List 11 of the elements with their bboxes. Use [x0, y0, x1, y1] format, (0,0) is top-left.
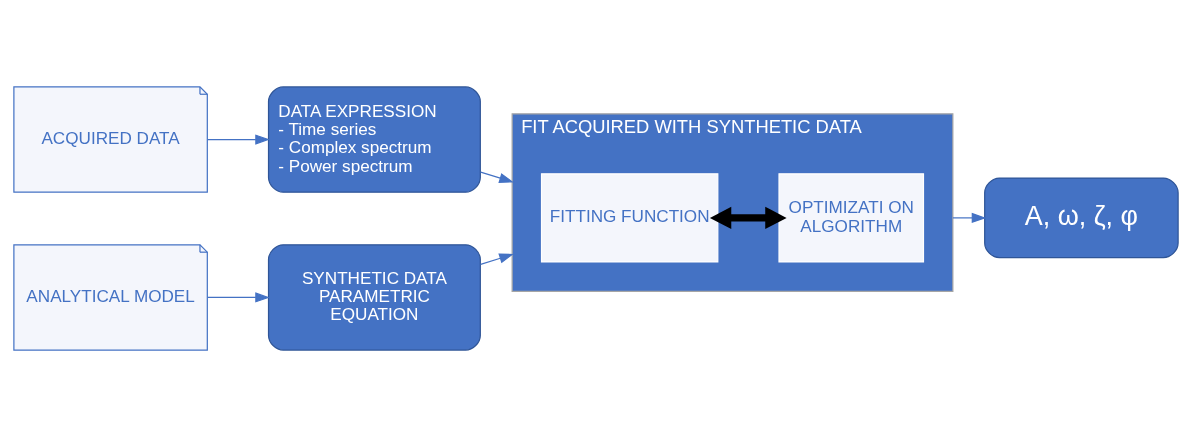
node-box: DATA EXPRESSION - Time series - Complex spectrum - Power spectrum — [267, 86, 481, 193]
arrow — [952, 212, 987, 224]
node-box: A, ω, ζ, φ — [984, 177, 1179, 259]
arrow — [480, 171, 514, 183]
arrow — [709, 206, 787, 230]
node-box: FITTING FUNCTION — [540, 173, 719, 263]
node-box: SYNTHETIC DATA PARAMETRIC EQUATION — [267, 244, 481, 351]
arrow — [207, 292, 270, 303]
node-box: OPTIMIZATI ON ALGORITHM — [778, 173, 925, 263]
arrow — [207, 134, 270, 145]
arrow — [480, 253, 514, 266]
